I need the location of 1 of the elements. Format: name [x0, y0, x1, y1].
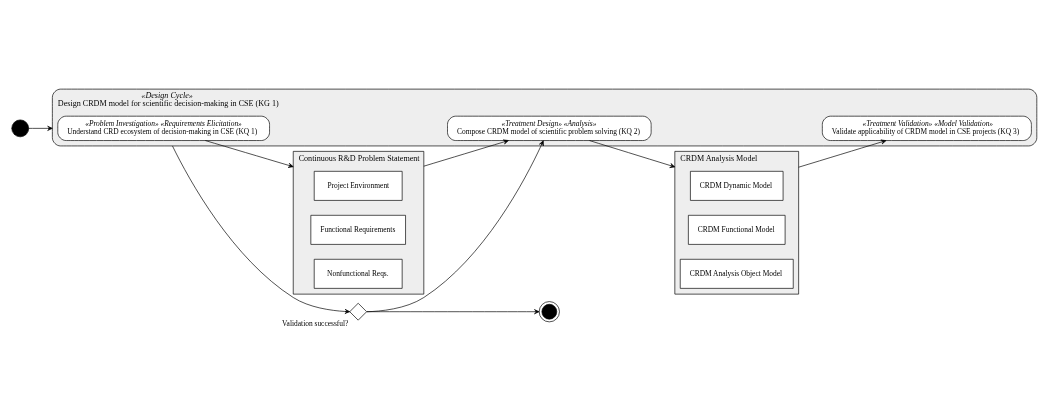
- node-label: Validation successful?: [282, 319, 349, 329]
